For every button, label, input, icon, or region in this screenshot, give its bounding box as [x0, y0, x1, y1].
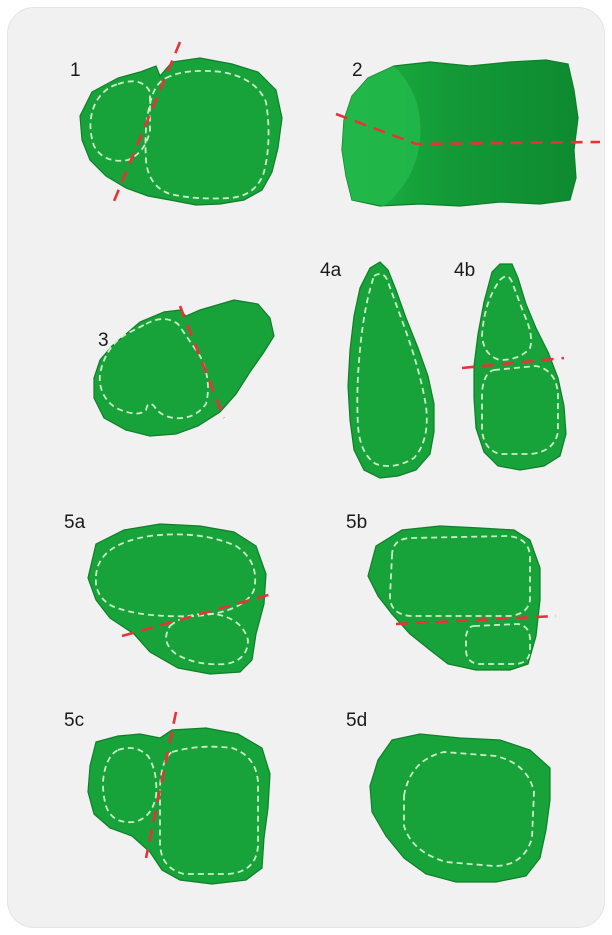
figure-5b: 5b	[346, 512, 556, 670]
figure-label-4b: 4b	[454, 260, 475, 281]
figure-5a: 5a	[64, 512, 272, 674]
figure-1: 1	[70, 42, 282, 206]
figure-label-5d: 5d	[346, 710, 367, 731]
figure-4a: 4a	[320, 260, 434, 478]
shape-1	[80, 58, 282, 205]
shape-5a	[88, 524, 266, 674]
shape-5d	[370, 734, 550, 882]
figure-label-1: 1	[70, 60, 81, 81]
shape-4a	[348, 262, 434, 478]
figure-label-5a: 5a	[64, 512, 86, 533]
figure-label-5c: 5c	[64, 710, 84, 731]
figure-label-5b: 5b	[346, 512, 367, 533]
shape-5b	[368, 526, 540, 670]
figure-5c: 5c	[64, 710, 270, 884]
figure-label-3: 3	[98, 330, 109, 351]
figure-4b: 4b	[454, 260, 566, 470]
shape-3	[94, 300, 274, 436]
figure-2: 2	[336, 60, 600, 206]
figure-label-2: 2	[352, 60, 363, 81]
figure-3: 3	[94, 300, 274, 436]
figure-label-4a: 4a	[320, 260, 342, 281]
figure-5d: 5d	[346, 710, 550, 882]
shape-4b	[474, 264, 566, 470]
